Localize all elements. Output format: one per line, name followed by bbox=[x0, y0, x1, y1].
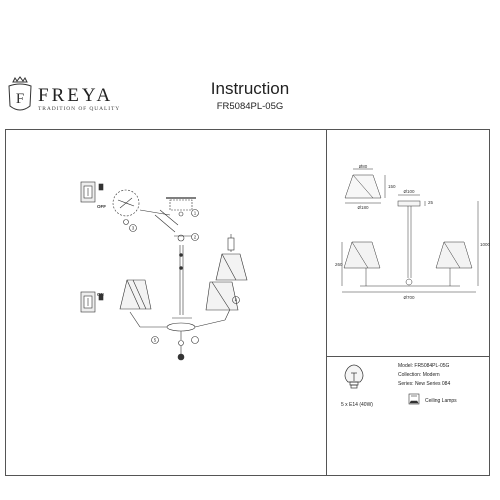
hub-and-arms bbox=[129, 304, 233, 361]
info-model: Model: FR5084PL-05G bbox=[398, 363, 450, 369]
ceiling-lamp-icon bbox=[408, 393, 420, 405]
central-stem bbox=[179, 245, 184, 315]
switch-off-icon bbox=[80, 181, 104, 203]
vertical-divider bbox=[326, 129, 327, 476]
dim-shade-bottom: Ø180 bbox=[357, 205, 369, 210]
step-marker: 5 bbox=[154, 338, 157, 343]
logo-monogram: F bbox=[16, 91, 24, 107]
page-title: Instruction bbox=[210, 79, 290, 98]
step-marker: 1 bbox=[194, 211, 197, 216]
switch-on-icon bbox=[80, 291, 104, 313]
lamp-type: Ceiling Lamps bbox=[425, 398, 457, 404]
dim-overall-width: Ø700 bbox=[403, 295, 415, 300]
dim-shade-top: Ø80 bbox=[359, 164, 368, 169]
info-collection: Collection: Modern bbox=[398, 372, 440, 378]
brand-tagline: TRADITION OF QUALITY bbox=[38, 106, 121, 112]
dim-canopy-height: 25 bbox=[428, 200, 434, 205]
bulb-spec: 5 x E14 (40W) bbox=[341, 402, 373, 408]
horizontal-divider bbox=[326, 356, 490, 357]
product-info: Model: FR5084PL-05G Collection: Modern S… bbox=[398, 362, 450, 389]
brand-name: FREYA bbox=[38, 85, 114, 106]
model-code: FR5084PL-05G bbox=[216, 101, 284, 112]
right-lamp-shade-2 bbox=[205, 281, 239, 311]
bulb-icon bbox=[344, 364, 364, 389]
switch-on-label: ON bbox=[97, 292, 104, 297]
dimension-drawing bbox=[341, 168, 479, 293]
dim-shade-height: 150 bbox=[388, 184, 396, 189]
step-marker: 2 bbox=[194, 235, 197, 240]
left-lamp-shade bbox=[119, 279, 152, 310]
step-marker: 3 bbox=[132, 226, 135, 231]
right-lamp-shade bbox=[215, 234, 248, 281]
dim-arm-height: 260 bbox=[335, 262, 343, 267]
instruction-frame bbox=[5, 129, 490, 476]
ceiling-mount-icon bbox=[112, 189, 196, 242]
freya-logo-icon: F bbox=[8, 76, 32, 111]
switch-off-label: OFF bbox=[97, 204, 106, 209]
step-marker: 4 bbox=[235, 298, 238, 303]
info-series: Series: New Series 084 bbox=[398, 381, 451, 387]
dim-overall-height: 1000 bbox=[480, 242, 491, 247]
dim-canopy: Ø100 bbox=[403, 189, 415, 194]
